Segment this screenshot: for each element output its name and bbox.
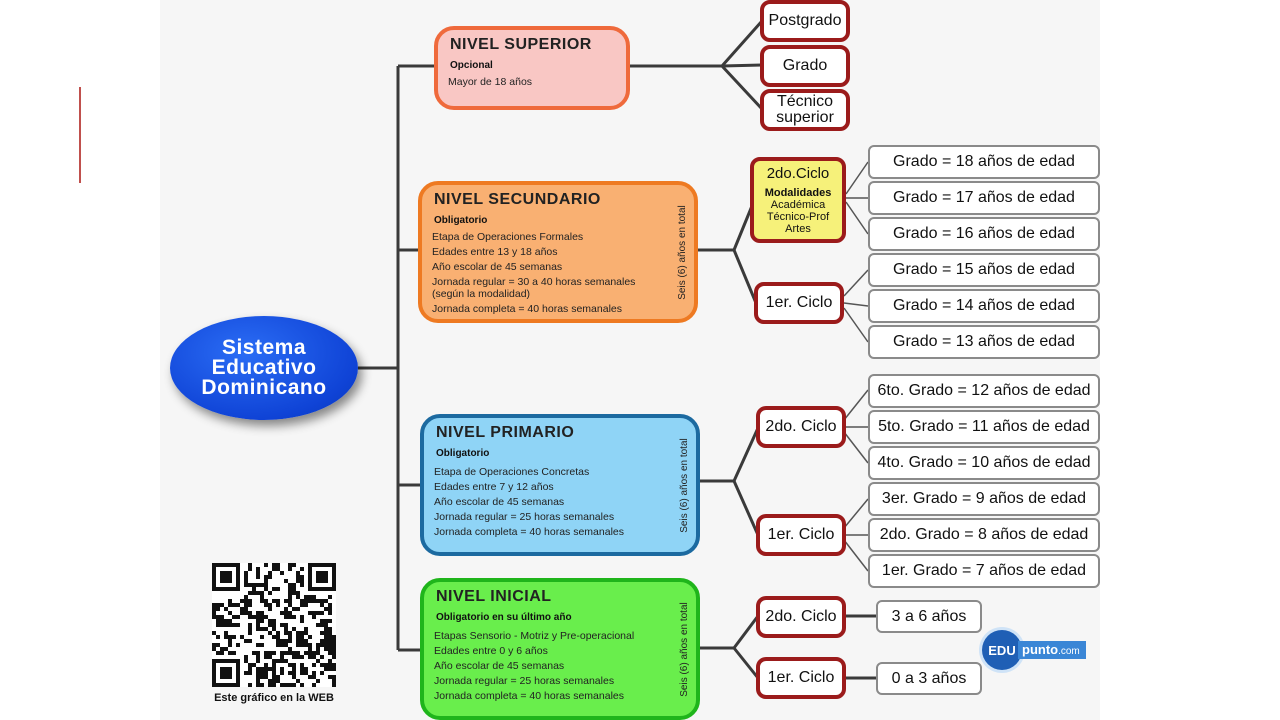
grade-box: Grado = 17 años de edad: [868, 181, 1100, 215]
cycle-title: 2do.Ciclo: [766, 165, 830, 182]
level-subtitle: Obligatorio: [436, 448, 490, 459]
grade-box: 3er. Grado = 9 años de edad: [868, 482, 1100, 516]
level-detail: Jornada completa = 40 horas semanales: [432, 303, 622, 315]
level-detail: Jornada completa = 40 horas semanales: [434, 526, 624, 538]
level-detail: Edades entre 7 y 12 años: [434, 481, 554, 493]
age-range-box: 3 a 6 años: [876, 600, 982, 633]
qr-finder-square: [220, 667, 232, 679]
nivel-primario-box: NIVEL PRIMARIO Obligatorio Etapa de Oper…: [420, 414, 700, 556]
qr-code-image: [212, 563, 336, 687]
nivel-inicial-box: NIVEL INICIAL Obligatorio en su último a…: [420, 578, 700, 720]
qr-modules: [212, 563, 336, 687]
secundario-2do-ciclo: 2do.Ciclo Modalidades Académica Técnico-…: [750, 157, 846, 243]
level-detail: Etapa de Operaciones Formales: [432, 231, 584, 243]
duration-label: Seis (6) años en total: [678, 437, 690, 533]
level-detail: Etapas Sensorio - Motriz y Pre-operacion…: [434, 630, 635, 642]
grade-box: 2do. Grado = 8 años de edad: [868, 518, 1100, 552]
modalidad-item: Técnico-Prof: [766, 211, 830, 223]
level-title: NIVEL SUPERIOR: [450, 36, 592, 53]
grade-box: 5to. Grado = 11 años de edad: [868, 410, 1100, 444]
option-tecnico-superior: Técnico superior: [760, 89, 850, 131]
diagram-panel: Sistema Educativo Dominicano NIVEL SUPER…: [160, 0, 1100, 720]
grade-box: 6to. Grado = 12 años de edad: [868, 374, 1100, 408]
inicial-1er-ciclo: 1er. Ciclo: [756, 657, 846, 699]
level-subtitle: Obligatorio en su último año: [436, 612, 572, 623]
grade-box: Grado = 13 años de edad: [868, 325, 1100, 359]
primario-1er-ciclo: 1er. Ciclo: [756, 514, 846, 556]
grade-box: Grado = 14 años de edad: [868, 289, 1100, 323]
level-subtitle: Obligatorio: [434, 215, 488, 226]
logo-band: punto.com: [1018, 641, 1086, 659]
level-subtitle: Opcional: [450, 60, 493, 71]
root-line-3: Dominicano: [201, 376, 327, 399]
grade-box: 4to. Grado = 10 años de edad: [868, 446, 1100, 480]
nivel-superior-box: NIVEL SUPERIOR Opcional Mayor de 18 años: [434, 26, 630, 110]
age-range-box: 0 a 3 años: [876, 662, 982, 695]
modalidad-item: Artes: [785, 223, 811, 235]
modalidades-heading: Modalidades: [764, 187, 832, 199]
logo-circle: EDU: [982, 630, 1022, 670]
edupunto-logo: EDU punto.com: [982, 630, 1086, 670]
root-line-1: Sistema: [221, 336, 307, 359]
level-detail: (según la modalidad): [432, 288, 531, 300]
level-detail: Etapa de Operaciones Concretas: [434, 466, 590, 478]
level-detail: Jornada completa = 40 horas semanales: [434, 690, 624, 702]
level-detail: Jornada regular = 25 horas semanales: [434, 675, 615, 687]
qr-finder-square: [220, 571, 232, 583]
level-title: NIVEL INICIAL: [436, 588, 552, 605]
qr-caption: Este gráfico en la WEB: [214, 692, 334, 704]
root-node-sistema-educativo: Sistema Educativo Dominicano: [170, 316, 358, 420]
root-line-2: Educativo: [211, 356, 317, 379]
inicial-2do-ciclo: 2do. Ciclo: [756, 596, 846, 638]
level-detail: Mayor de 18 años: [448, 76, 533, 88]
slide-accent-line: [79, 87, 81, 183]
grade-box: Grado = 15 años de edad: [868, 253, 1100, 287]
level-title: NIVEL PRIMARIO: [436, 424, 575, 441]
level-detail: Año escolar de 45 semanas: [434, 496, 565, 508]
level-detail: Jornada regular = 25 horas semanales: [434, 511, 615, 523]
secundario-1er-ciclo: 1er. Ciclo: [754, 282, 844, 324]
nivel-secundario-box: NIVEL SECUNDARIO Obligatorio Etapa de Op…: [418, 181, 698, 323]
grade-box: Grado = 18 años de edad: [868, 145, 1100, 179]
primario-2do-ciclo: 2do. Ciclo: [756, 406, 846, 448]
connector-lines: [358, 20, 876, 680]
option-postgrado: Postgrado: [760, 0, 850, 42]
level-title: NIVEL SECUNDARIO: [434, 191, 601, 208]
grade-box: 1er. Grado = 7 años de edad: [868, 554, 1100, 588]
level-detail: Edades entre 0 y 6 años: [434, 645, 548, 657]
duration-label: Seis (6) años en total: [676, 204, 688, 300]
level-detail: Año escolar de 45 semanas: [434, 660, 565, 672]
level-detail: Edades entre 13 y 18 años: [432, 246, 558, 258]
grade-box: Grado = 16 años de edad: [868, 217, 1100, 251]
duration-label: Seis (6) años en total: [678, 601, 690, 697]
modalidad-item: Académica: [770, 199, 826, 211]
qr-finder-square: [316, 571, 328, 583]
level-detail: Año escolar de 45 semanas: [432, 261, 563, 273]
level-detail: Jornada regular = 30 a 40 horas semanale…: [432, 276, 636, 288]
option-grado: Grado: [760, 45, 850, 87]
